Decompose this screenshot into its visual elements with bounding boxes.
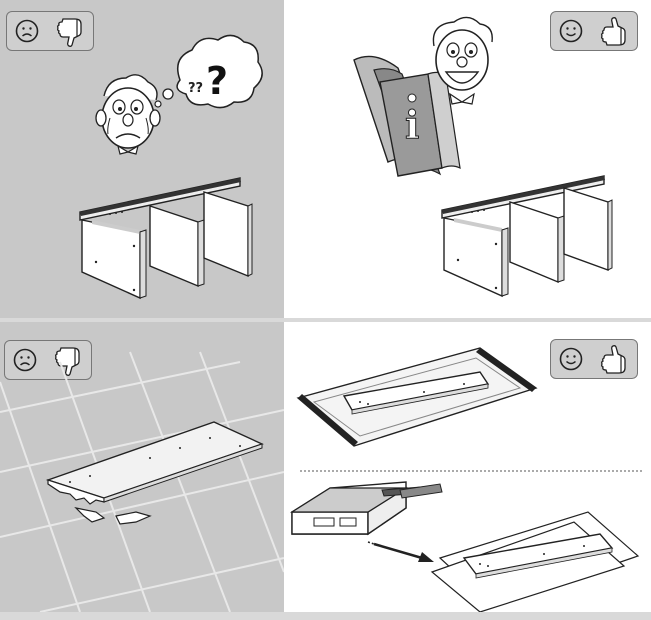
cut-direction-arrow [367, 541, 434, 562]
shelf-unit-illustration [441, 175, 613, 298]
right-badge [550, 339, 638, 379]
sad-face-icon [13, 348, 37, 372]
sad-face-icon [15, 19, 39, 43]
shelf-unit-illustration [79, 177, 253, 300]
confused-character-illustration: ?? ? [79, 34, 263, 300]
small-question-marks: ?? [188, 81, 203, 96]
thumbs-up-icon [601, 345, 626, 374]
happy-face-icon [559, 19, 583, 43]
crying-character [95, 74, 161, 155]
cardboard-box [289, 481, 409, 536]
wrong-badge [4, 340, 92, 380]
broken-fragments [74, 507, 152, 525]
instruction-manual-icon: i [353, 55, 461, 177]
thumbs-down-icon [55, 347, 80, 376]
panel-top-right-right: i [284, 0, 651, 318]
big-question-mark: ? [206, 59, 228, 103]
horizontal-separator [0, 318, 651, 322]
manual-info-letter: i [405, 102, 419, 147]
right-badge [550, 11, 638, 51]
thought-bubble: ?? ? [154, 34, 263, 109]
broken-board [45, 421, 264, 505]
dotted-divider [300, 470, 642, 472]
happy-character [432, 16, 493, 105]
panel-bottom-right-right [284, 322, 651, 612]
wrong-badge [6, 11, 94, 51]
panel-bottom-left-wrong [0, 322, 284, 612]
bottom-separator [0, 612, 651, 620]
protective-sheets [430, 511, 640, 612]
tile-floor [0, 351, 284, 612]
panel-top-left-wrong: ?? ? [0, 0, 284, 318]
manual-character-illustration: i [353, 16, 613, 298]
thumbs-down-icon [57, 18, 82, 47]
utility-knife-icon [381, 483, 443, 499]
board-on-mat [342, 371, 490, 415]
happy-face-icon [559, 347, 583, 371]
broken-panel-on-tile-floor [0, 351, 284, 612]
panel-on-protective-mat [289, 347, 640, 612]
thumbs-up-icon [601, 17, 626, 46]
